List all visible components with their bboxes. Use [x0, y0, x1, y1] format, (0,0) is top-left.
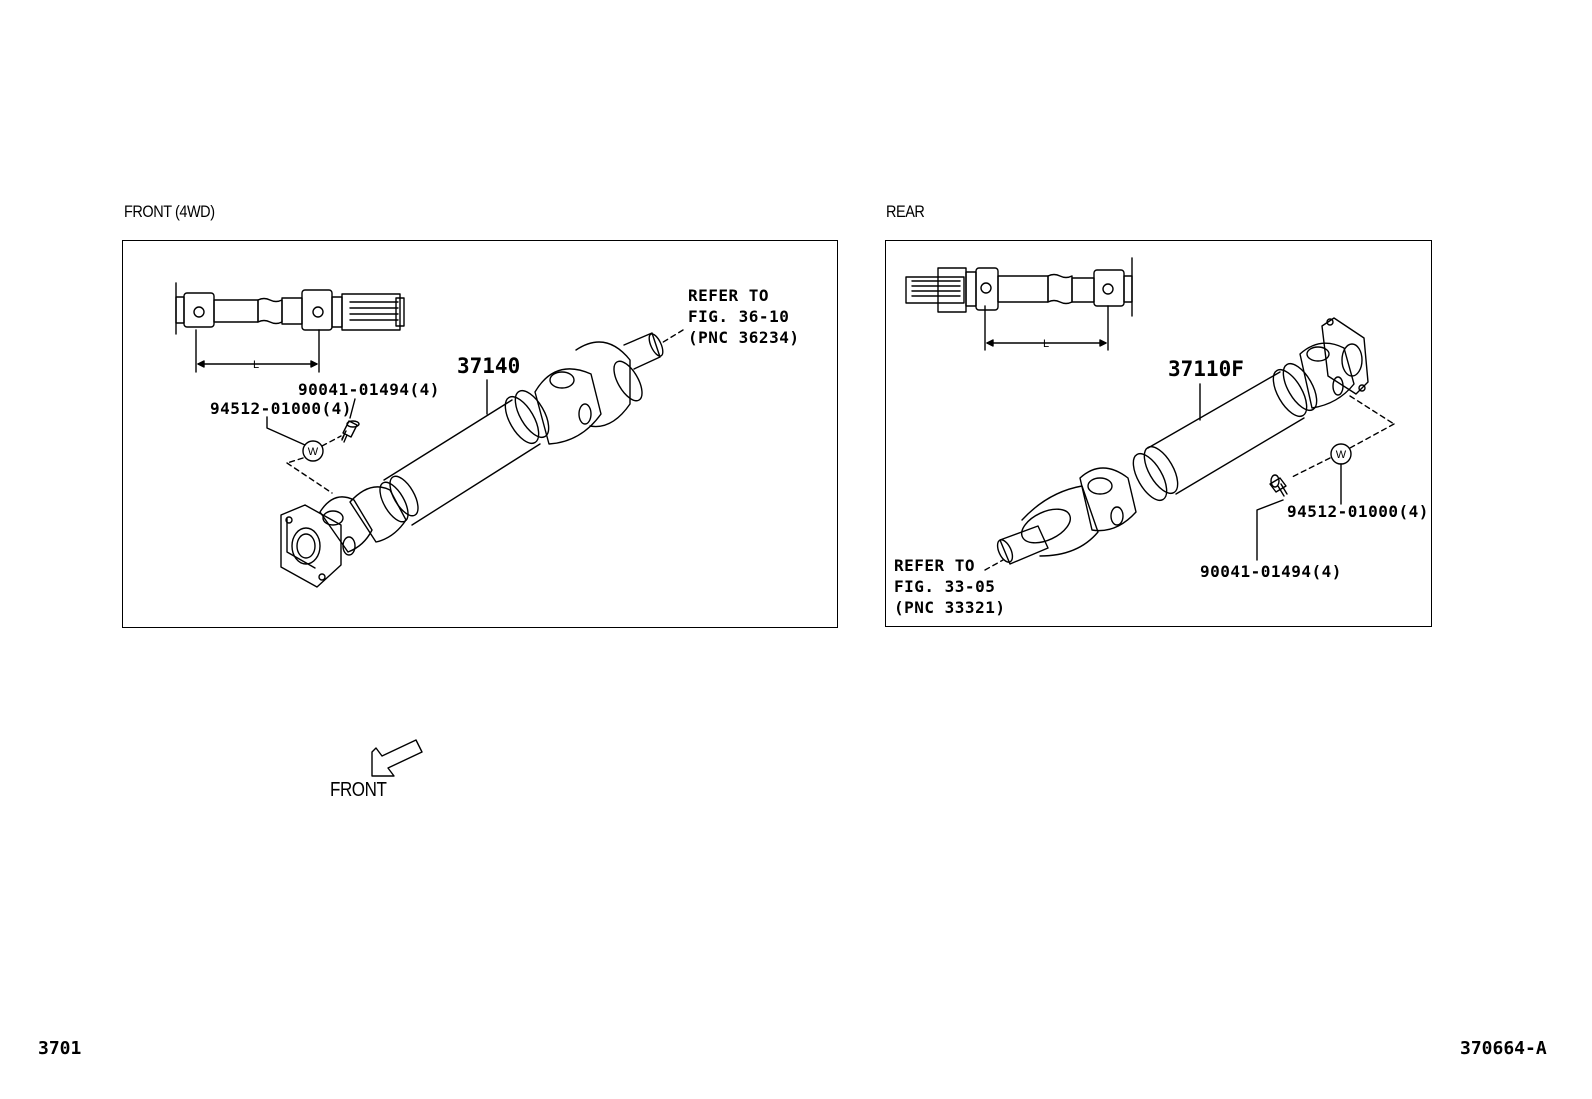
rear-dimension-label: L — [1043, 338, 1049, 350]
rear-section-label: REAR — [886, 202, 925, 221]
front-refer-line2: FIG. 36-10 — [688, 307, 790, 326]
rear-refer-line3: (PNC 33321) — [894, 598, 1006, 617]
front-leader-lines — [266, 329, 684, 494]
rear-propeller-shaft-37110F — [996, 317, 1369, 565]
front-refer-line1: REFER TO — [688, 286, 770, 305]
rear-part-number: 37110F — [1168, 357, 1244, 381]
rear-leader-lines — [984, 383, 1395, 571]
front-part-number: 37140 — [457, 354, 521, 378]
rear-bolt-90041 — [1269, 474, 1288, 497]
rear-side-view-diagram — [905, 257, 1133, 351]
rear-refer-line2: FIG. 33-05 — [894, 577, 996, 596]
front-bolt-90041 — [341, 420, 360, 443]
front-washer-letter: W — [308, 446, 319, 458]
rear-panel — [885, 240, 1432, 627]
front-washer-marker — [302, 440, 324, 462]
front-direction-label: FRONT — [330, 779, 387, 801]
front-side-view-diagram — [175, 282, 405, 373]
front-refer-line3: (PNC 36234) — [688, 328, 800, 347]
front-section-label: FRONT (4WD) — [124, 202, 215, 221]
front-washer-callout: 94512-01000(4) — [210, 399, 352, 418]
illustration-id: 370664-A — [1460, 1038, 1547, 1059]
front-dimension-label: L — [253, 359, 259, 371]
rear-washer-letter: W — [1336, 449, 1347, 461]
rear-refer-line1: REFER TO — [894, 556, 976, 575]
front-direction-arrow — [371, 739, 423, 777]
front-propeller-shaft-37140 — [280, 332, 664, 588]
figure-number: 3701 — [38, 1038, 82, 1059]
front-bolt-callout: 90041-01494(4) — [298, 380, 440, 399]
rear-bolt-callout: 90041-01494(4) — [1200, 562, 1342, 581]
rear-washer-callout: 94512-01000(4) — [1287, 502, 1429, 521]
front-panel — [122, 240, 838, 628]
